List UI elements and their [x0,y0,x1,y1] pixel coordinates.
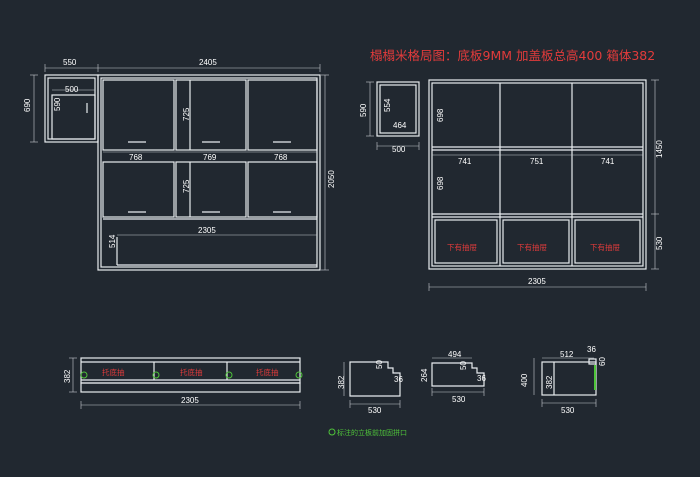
dim-550: 550 [63,58,77,67]
drawing-title: 榻榻米格局图：底板9MM 加盖板总高400 箱体382 [370,48,655,63]
tray-label-2: 托底抽 [180,367,203,377]
dim-768b: 768 [274,153,288,162]
dim-698b: 698 [436,176,445,190]
dim-382b: 382 [337,375,346,389]
dim-2305a: 2305 [198,226,216,235]
right-elevation: 554 464 590 500 698 698 741 751 741 下有抽屉… [359,79,664,291]
section-3: 512 36 60 382 400 530 [520,345,607,415]
note-marker-icon [328,428,336,436]
main-cabinet-interior [428,79,647,270]
tray-label-1: 托底抽 [102,367,125,377]
dim-36b: 36 [477,374,486,383]
dim-751: 751 [530,157,544,166]
dim-512: 512 [560,350,574,359]
dim-264: 264 [420,368,429,382]
dim-1450: 1450 [655,140,664,158]
dim-769: 769 [203,153,217,162]
dim-464: 464 [393,121,407,130]
dim-500a: 500 [65,85,79,94]
dim-60: 60 [598,357,607,366]
dim-725a: 725 [182,107,191,121]
dim-494: 494 [448,350,462,359]
dim-690: 690 [23,98,32,112]
dim-725b: 725 [182,179,191,193]
main-cabinet [97,74,321,271]
dim-590a: 590 [53,97,62,111]
dim-530c: 530 [452,395,466,404]
dim-741a: 741 [458,157,472,166]
dim-590b: 590 [359,103,368,117]
dim-400: 400 [520,373,529,387]
tray-plan: 托底抽 托底抽 托底抽 382 2305 [63,357,303,409]
dim-554: 554 [383,98,392,112]
dim-2305b: 2305 [528,277,546,286]
dim-530d: 530 [561,406,575,415]
dim-500b: 500 [392,145,406,154]
section-1: 50 36 382 530 [337,360,403,415]
dim-50b: 50 [459,361,468,370]
dim-514: 514 [108,234,117,248]
dim-530a: 530 [655,236,664,250]
section-2: 494 50 36 264 530 [420,350,486,404]
drawer-label-2: 下有抽屉 [517,242,547,252]
dim-768a: 768 [129,153,143,162]
dim-50a: 50 [375,360,384,369]
reinforcement-note: 标注的立板前加固拼口 [337,428,407,437]
dim-2405: 2405 [199,58,217,67]
dim-2305c: 2305 [181,396,199,405]
left-elevation: 550 2405 500 590 690 725 768 769 768 [23,58,336,271]
drawer-label-3: 下有抽屉 [590,242,620,252]
tray-label-3: 托底抽 [256,367,279,377]
dim-36c: 36 [587,345,596,354]
dim-2050: 2050 [327,170,336,188]
dim-382a: 382 [63,369,72,383]
dim-741b: 741 [601,157,615,166]
side-cabinet-interior [376,81,420,137]
dim-36a: 36 [394,375,403,384]
dim-698a: 698 [436,108,445,122]
drawer-label-1: 下有抽屉 [447,242,477,252]
dim-382c: 382 [545,375,554,389]
dim-530b: 530 [368,406,382,415]
